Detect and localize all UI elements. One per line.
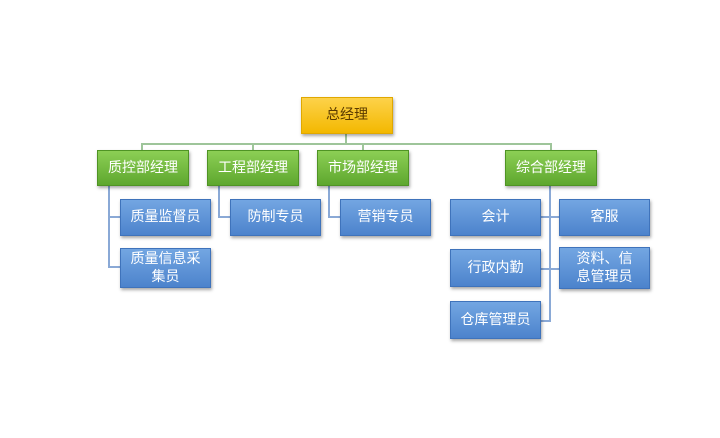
connector-eng-1 [218, 216, 230, 218]
node-quality-info-collector: 质量信息采集员 [120, 248, 211, 288]
node-customer-service: 客服 [559, 199, 650, 236]
connector-general [550, 143, 552, 152]
node-marketing-manager: 市场部经理 [317, 150, 409, 186]
node-accountant: 会计 [450, 199, 541, 236]
connector-quality [141, 143, 143, 152]
connector-mkt-1 [328, 216, 340, 218]
connector-eng-trunk [218, 186, 220, 218]
connector-marketing [362, 143, 364, 152]
connector-quality-trunk [108, 186, 110, 268]
connector-gen-trunk [549, 186, 551, 322]
connector-managers-bar [141, 143, 552, 145]
connector-quality-1 [108, 216, 120, 218]
node-prevention-specialist: 防制专员 [230, 199, 321, 236]
connector-gen-row3 [541, 320, 551, 322]
connector-root-down [345, 134, 347, 144]
node-quality-supervisor: 质量监督员 [120, 199, 211, 236]
node-sales-specialist: 营销专员 [340, 199, 431, 236]
node-admin-clerk: 行政内勤 [450, 249, 541, 287]
connector-quality-2 [108, 266, 120, 268]
connector-gen-row2 [541, 268, 559, 270]
node-general-affairs-manager: 综合部经理 [505, 150, 597, 186]
node-general-manager: 总经理 [301, 97, 393, 134]
node-engineering-manager: 工程部经理 [207, 150, 299, 186]
connector-gen-row1 [541, 216, 559, 218]
connector-engineering [252, 143, 254, 152]
node-records-info-manager: 资料、信息管理员 [559, 247, 650, 289]
connector-mkt-trunk [328, 186, 330, 218]
node-warehouse-manager: 仓库管理员 [450, 301, 541, 339]
node-quality-manager: 质控部经理 [97, 150, 189, 186]
